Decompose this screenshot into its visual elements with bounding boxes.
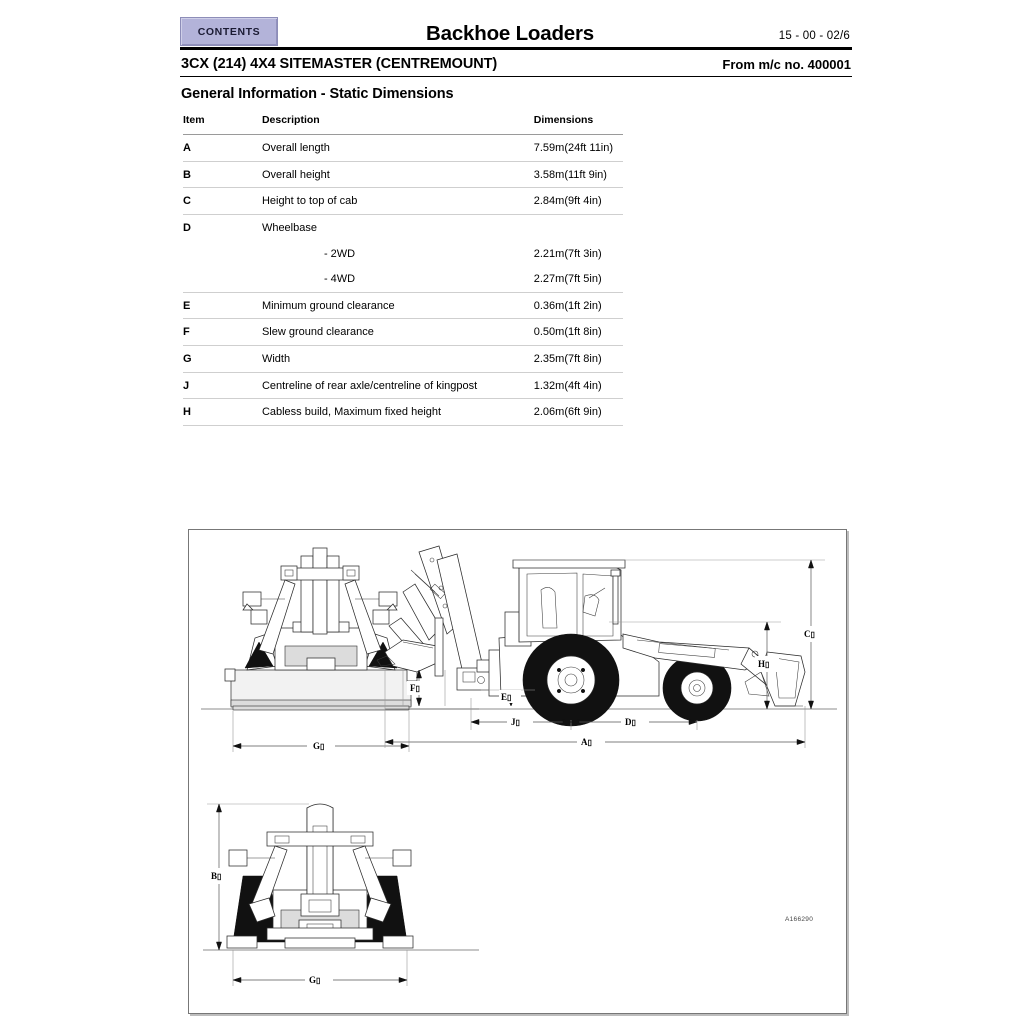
contents-button-label: CONTENTS (197, 25, 261, 38)
rear-cross-beam (266, 831, 374, 847)
cell-item: J (183, 371, 262, 399)
cell-item: E (183, 291, 262, 319)
cell-description: Minimum ground clearance (261, 291, 534, 319)
rear-view-machine: B▯ G▯ (203, 803, 479, 987)
cell-dimension: 2.21m(7ft 3in) (533, 247, 602, 260)
overall-length-label: A▯ (581, 737, 592, 747)
slew-clearance-label: F▯ (410, 683, 420, 693)
cell-description: Overall length (261, 134, 534, 162)
machine-number: From m/c no. 400001 (722, 57, 851, 72)
table-row: - 2WD 2.21m(7ft 3in) (183, 241, 623, 267)
column-header-item: Item (183, 114, 205, 126)
column-header-description: Description (261, 114, 320, 126)
cell-description: Centreline of rear axle/centreline of ki… (261, 371, 534, 399)
side-view-machine: F▯ E▯ J▯ (376, 545, 837, 749)
table-row: - 4WD 2.27m(7ft 5in) (183, 266, 623, 292)
section-title: General Information - Static Dimensions (181, 86, 454, 102)
cell-item (183, 241, 262, 267)
table-header-row: Item Description Dimensions (183, 114, 623, 135)
cell-description: - 4WD (323, 273, 356, 286)
cell-dimension (533, 213, 623, 241)
cell-dimension: 2.06m(6ft 9in) (533, 398, 623, 427)
cell-dimension: 2.35m(7ft 8in) (533, 345, 623, 373)
kingpost-label: J▯ (511, 717, 520, 727)
machine-model-line: 3CX (214) 4X4 SITEMASTER (CENTREMOUNT) (181, 56, 498, 72)
cell-dimension: 0.36m(1ft 2in) (533, 291, 623, 319)
cell-dimension: 7.59m(24ft 11in) (533, 134, 623, 162)
cell-dimension: 0.50m(1ft 8in) (533, 318, 623, 346)
overall-height-label: B▯ (211, 871, 221, 881)
cell-item: B (183, 160, 262, 188)
cell-item: C (183, 187, 262, 215)
cab-height-label: C▯ (804, 629, 815, 639)
ground-clearance-label: E▯ (501, 692, 511, 702)
cell-description: Cabless build, Maximum fixed height (261, 398, 534, 427)
cell-dimension: 2.27m(7ft 5in) (533, 273, 602, 286)
rear-stabiliser-left (228, 849, 248, 867)
cell-description: Wheelbase (261, 213, 534, 241)
front-width-label: G▯ (313, 741, 324, 751)
page-reference: 15 - 00 - 02/6 (778, 30, 850, 42)
cell-description: Height to top of cab (261, 187, 534, 215)
rear-width-label: G▯ (309, 975, 320, 985)
cabless-height-label: H▯ (758, 659, 769, 669)
dimension-drawing: G▯ (201, 545, 837, 987)
front-stabiliser-right (378, 591, 398, 607)
rear-stabiliser-right (392, 849, 412, 867)
cell-item: G (183, 345, 262, 373)
front-stabiliser-left (242, 591, 262, 607)
page-title: Backhoe Loaders (426, 22, 594, 45)
cell-item: A (183, 134, 262, 162)
column-header-dimensions: Dimensions (533, 114, 594, 126)
cab-roof (512, 559, 626, 569)
cell-description: Overall height (261, 160, 534, 188)
contents-button[interactable]: CONTENTS (180, 17, 278, 46)
cell-item: H (183, 398, 262, 427)
cell-item (183, 266, 262, 292)
cell-dimension: 3.58m(11ft 9in) (533, 160, 623, 188)
cell-dimension: 1.32m(4ft 4in) (533, 371, 623, 399)
header-rule-bottom (180, 76, 852, 78)
header-rule-top (180, 47, 852, 50)
dimension-drawing-frame: G▯ (188, 529, 847, 1014)
cell-description: Width (261, 345, 534, 373)
cell-item: F (183, 318, 262, 346)
cell-dimension: 2.84m(9ft 4in) (533, 187, 623, 215)
front-view-loader: G▯ (201, 547, 479, 753)
cell-description: Slew ground clearance (261, 318, 534, 346)
wheelbase-label: D▯ (625, 717, 636, 727)
cell-item: D (183, 213, 262, 241)
cell-description: - 2WD (323, 247, 356, 260)
front-boom-mast (300, 555, 314, 633)
drawing-reference-id: A166290 (785, 916, 814, 923)
